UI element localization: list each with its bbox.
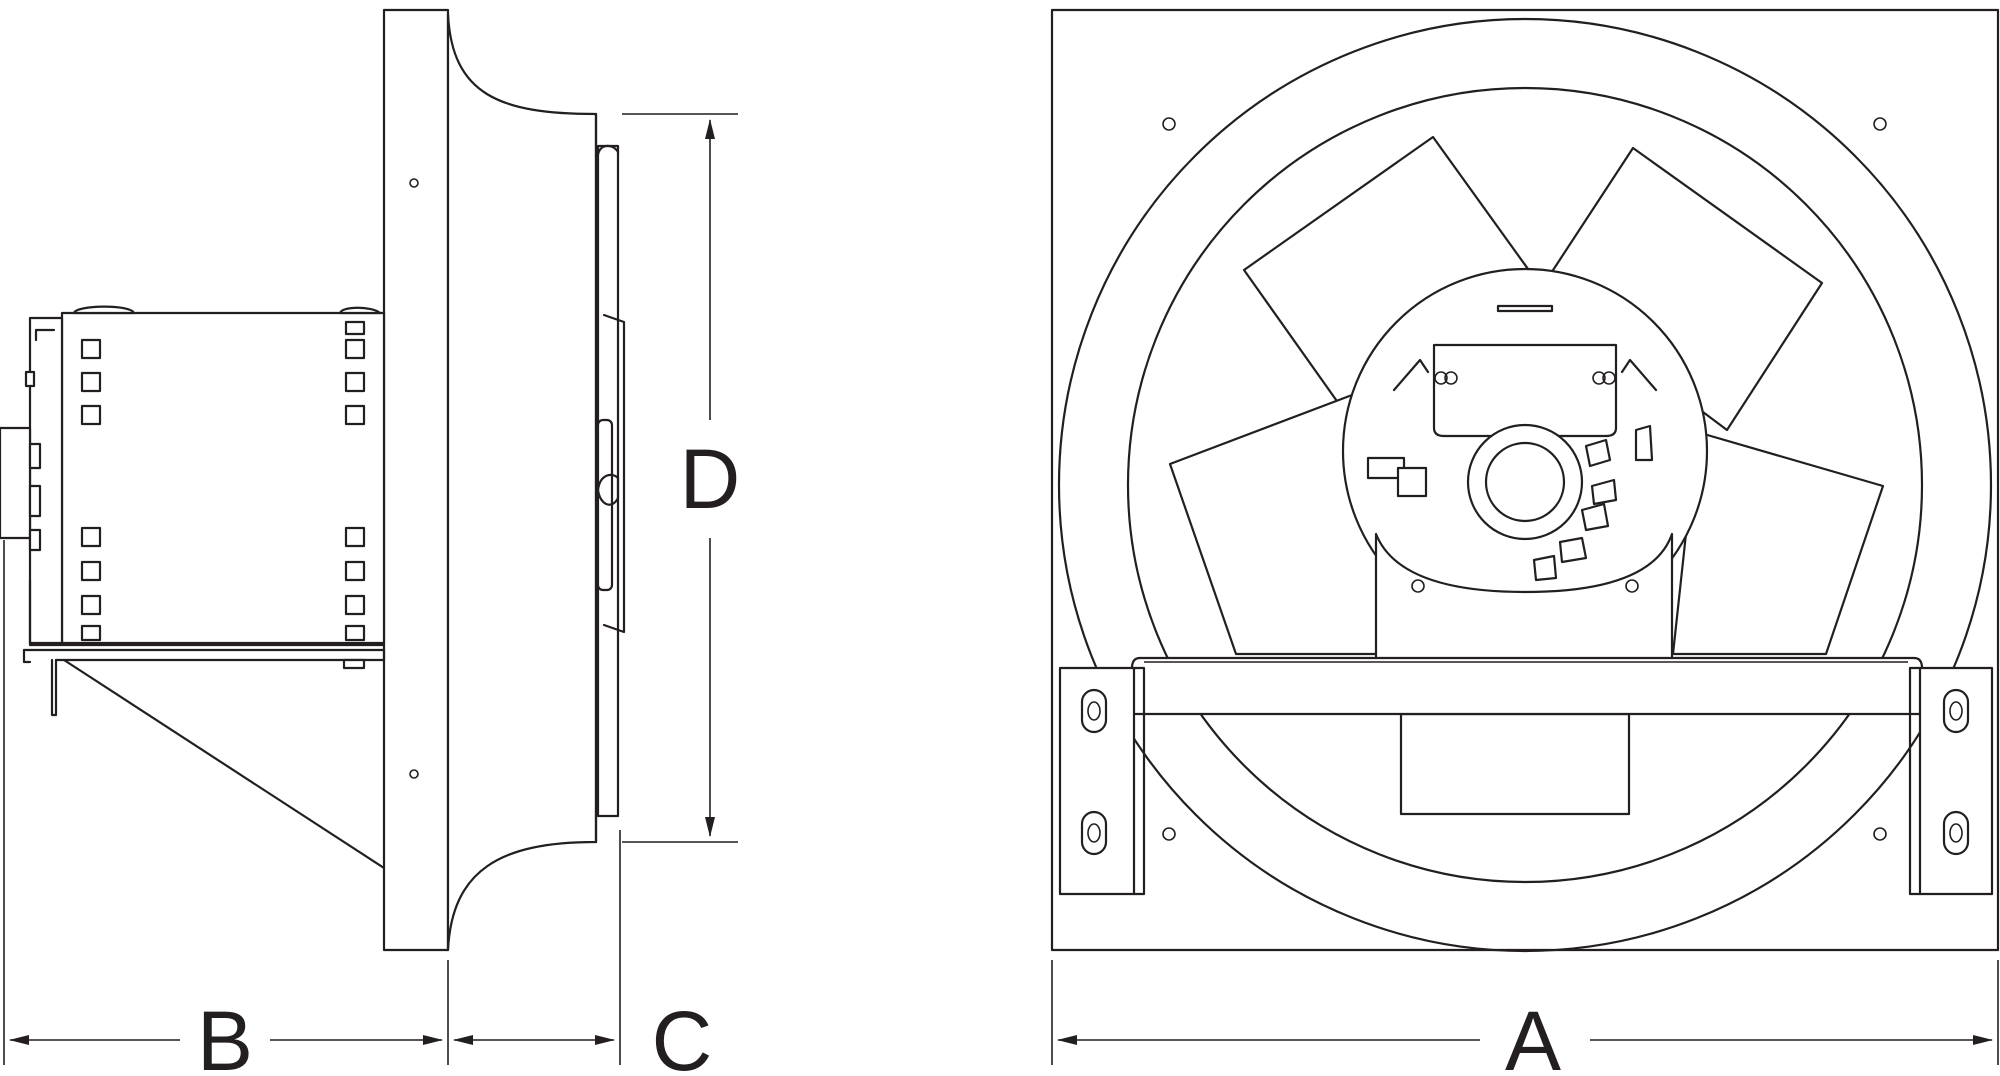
motor-shaft bbox=[1484, 441, 1566, 523]
motor-bracket bbox=[28, 578, 386, 647]
label-C: C bbox=[652, 994, 713, 1076]
front-view: A bbox=[1050, 8, 2000, 1076]
slot-hole bbox=[1942, 688, 1970, 734]
motor-mount-plate bbox=[1374, 532, 1674, 662]
venturi-inner-ring bbox=[1126, 86, 1924, 884]
label-D: D bbox=[680, 432, 741, 526]
support-strut bbox=[62, 658, 386, 870]
dimension-D: D bbox=[680, 119, 741, 837]
dimension-C: C bbox=[453, 994, 713, 1076]
panel-hole bbox=[1162, 117, 1176, 131]
slot-hole bbox=[1080, 810, 1108, 856]
label-A: A bbox=[1505, 994, 1561, 1076]
lower-motor-box bbox=[1399, 712, 1631, 816]
left-bracket bbox=[1058, 666, 1146, 896]
venturi-outer-ring bbox=[1057, 17, 1993, 953]
panel-hole bbox=[1873, 827, 1887, 841]
slot-hole bbox=[1942, 810, 1970, 856]
panel-hole bbox=[409, 769, 419, 779]
panel-hole bbox=[1162, 827, 1176, 841]
wiring-connectors bbox=[1532, 424, 1654, 582]
motor-shaft-housing bbox=[1466, 423, 1584, 541]
motor-vents bbox=[80, 320, 366, 642]
panel-hole bbox=[409, 178, 419, 188]
side-view: D B C bbox=[0, 8, 741, 1076]
panel-hole bbox=[1873, 117, 1887, 131]
label-B: B bbox=[197, 994, 253, 1076]
motor-end-cap bbox=[28, 316, 64, 645]
right-bracket bbox=[1908, 666, 1994, 896]
dimension-B: B bbox=[9, 994, 443, 1076]
venturi-flare bbox=[446, 12, 598, 952]
slot-hole bbox=[1080, 688, 1108, 734]
motor-terminal-box bbox=[0, 426, 32, 540]
motor-body bbox=[60, 311, 386, 645]
motor-junction-box bbox=[1432, 343, 1618, 438]
cross-bracket bbox=[1130, 656, 1924, 716]
dimension-A: A bbox=[1051, 960, 1999, 1076]
side-mounting-panel bbox=[382, 8, 450, 952]
